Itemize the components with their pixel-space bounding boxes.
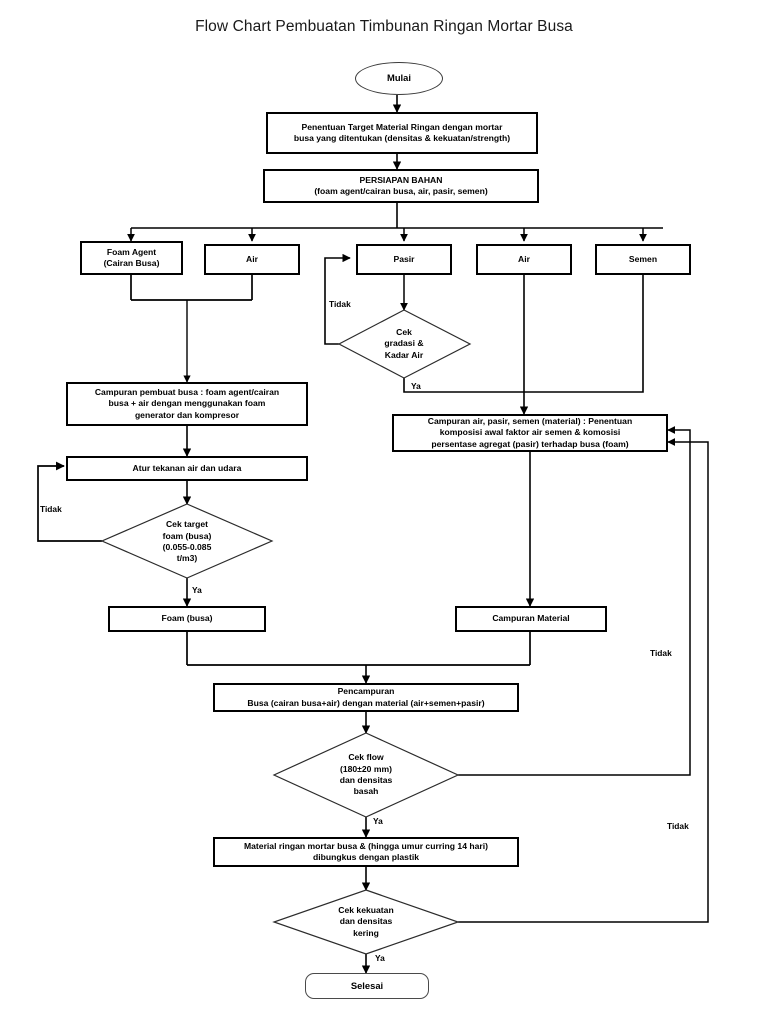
node-material-ringan-curring[interactable]: Material ringan mortar busa & (hingga um…	[213, 837, 519, 867]
node-label: Campuran pembuat busa : foam agent/caira…	[94, 386, 280, 420]
node-cek-flow-densitas-basah[interactable]: Cek flow (180±20 mm) dan densitas basah	[312, 741, 420, 809]
edge-label-tidak-foam: Tidak	[40, 504, 62, 514]
node-air-1[interactable]: Air	[204, 244, 300, 275]
edge-label-tidak-flow: Tidak	[650, 648, 672, 658]
node-label: Air	[246, 253, 258, 264]
node-cek-gradasi-kadar-air[interactable]: Cek gradasi & Kadar Air	[355, 318, 453, 370]
node-penentuan-target[interactable]: Penentuan Target Material Ringan dengan …	[266, 112, 538, 154]
node-persiapan-bahan[interactable]: PERSIAPAN BAHAN (foam agent/cairan busa,…	[263, 169, 539, 203]
node-label: Atur tekanan air dan udara	[132, 462, 242, 473]
edge-label-tidak-kekuatan: Tidak	[667, 821, 689, 831]
node-cek-kekuatan-densitas-kering[interactable]: Cek kekuatan dan densitas kering	[312, 898, 420, 946]
node-label: Foam (busa)	[161, 613, 213, 624]
node-label: Air	[518, 253, 530, 264]
node-label: Penentuan Target Material Ringan dengan …	[293, 121, 511, 143]
node-label: PERSIAPAN BAHAN (foam agent/cairan busa,…	[314, 174, 488, 196]
node-selesai[interactable]: Selesai	[305, 973, 429, 999]
edge-label-ya-foam: Ya	[192, 585, 202, 595]
edge-label-ya-flow: Ya	[373, 816, 383, 826]
node-label: Cek flow (180±20 mm) dan densitas basah	[339, 752, 393, 797]
node-foam-busa[interactable]: Foam (busa)	[108, 606, 266, 632]
edge-label-ya-gradasi: Ya	[411, 381, 421, 391]
node-pencampuran[interactable]: Pencampuran Busa (cairan busa+air) denga…	[213, 683, 519, 712]
node-cek-target-foam[interactable]: Cek target foam (busa) (0.055-0.085 t/m3…	[137, 513, 237, 571]
node-air-2[interactable]: Air	[476, 244, 572, 275]
node-label: Material ringan mortar busa & (hingga um…	[243, 840, 488, 862]
node-label: Pencampuran Busa (cairan busa+air) denga…	[247, 686, 485, 708]
node-label: Mulai	[387, 72, 411, 84]
node-pasir[interactable]: Pasir	[356, 244, 452, 275]
node-label: Cek gradasi & Kadar Air	[384, 326, 424, 360]
node-label: Cek target foam (busa) (0.055-0.085 t/m3…	[162, 519, 212, 564]
edge-label-tidak-gradasi: Tidak	[329, 299, 351, 309]
node-label: Pasir	[393, 253, 415, 264]
node-semen[interactable]: Semen	[595, 244, 691, 275]
node-campuran-material[interactable]: Campuran Material	[455, 606, 607, 632]
node-label: Semen	[628, 253, 658, 264]
node-campuran-material-komposisi[interactable]: Campuran air, pasir, semen (material) : …	[392, 414, 668, 452]
node-label: Selesai	[350, 979, 384, 991]
node-label: Cek kekuatan dan densitas kering	[338, 904, 394, 938]
page-title: Flow Chart Pembuatan Timbunan Ringan Mor…	[195, 18, 573, 35]
node-label: Foam Agent (Cairan Busa)	[103, 246, 160, 268]
node-mulai[interactable]: Mulai	[355, 62, 443, 95]
node-foam-agent[interactable]: Foam Agent (Cairan Busa)	[80, 241, 183, 275]
node-label: Campuran Material	[492, 613, 570, 624]
node-campuran-pembuat-busa[interactable]: Campuran pembuat busa : foam agent/caira…	[66, 382, 308, 426]
edge-label-ya-kekuatan: Ya	[375, 953, 385, 963]
node-atur-tekanan[interactable]: Atur tekanan air dan udara	[66, 456, 308, 481]
node-label: Campuran air, pasir, semen (material) : …	[427, 415, 633, 449]
